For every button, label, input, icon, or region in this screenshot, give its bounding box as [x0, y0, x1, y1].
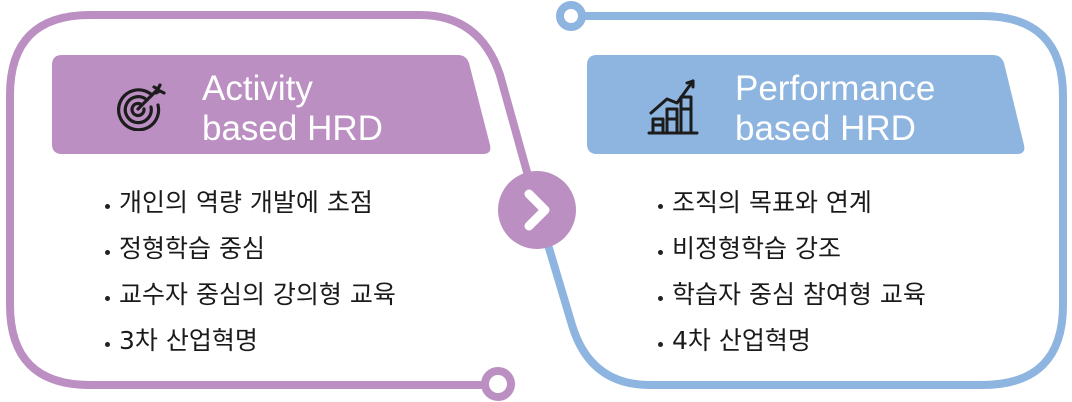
- left-title-line2: based HRD: [202, 109, 383, 148]
- list-item: 교수자 중심의 강의형 교육: [102, 272, 396, 318]
- list-item: 비정형학습 강조: [655, 226, 926, 272]
- left-outline-end-dot: [481, 367, 515, 401]
- right-panel-header: Performance based HRD: [587, 55, 1027, 155]
- list-item: 4차 산업혁명: [655, 318, 926, 364]
- next-connector-button[interactable]: [497, 170, 577, 250]
- list-item: 정형학습 중심: [102, 226, 396, 272]
- left-panel-list: 개인의 역량 개발에 초점 정형학습 중심 교수자 중심의 강의형 교육 3차 …: [102, 180, 396, 364]
- list-item: 조직의 목표와 연계: [655, 180, 926, 226]
- left-panel-title: Activity based HRD: [202, 69, 383, 149]
- left-panel-header: Activity based HRD: [52, 55, 492, 155]
- list-item: 개인의 역량 개발에 초점: [102, 180, 396, 226]
- growth-chart-icon: [645, 75, 705, 141]
- right-panel-list: 조직의 목표와 연계 비정형학습 강조 학습자 중심 참여형 교육 4차 산업혁…: [655, 180, 926, 364]
- target-icon: [114, 81, 168, 135]
- right-title-line2: based HRD: [735, 109, 916, 148]
- chevron-right-icon: [524, 189, 550, 231]
- list-item: 학습자 중심 참여형 교육: [655, 272, 926, 318]
- right-outline-end-dot: [556, 1, 586, 31]
- right-panel-outline: [533, 12, 1067, 389]
- left-header-bg: [52, 55, 491, 154]
- left-title-line1: Activity: [202, 69, 313, 108]
- right-title-line1: Performance: [735, 69, 936, 108]
- list-item: 3차 산업혁명: [102, 318, 396, 364]
- right-panel-title: Performance based HRD: [735, 69, 935, 149]
- left-panel-outline: [6, 11, 541, 389]
- right-header-bg: [587, 55, 1025, 154]
